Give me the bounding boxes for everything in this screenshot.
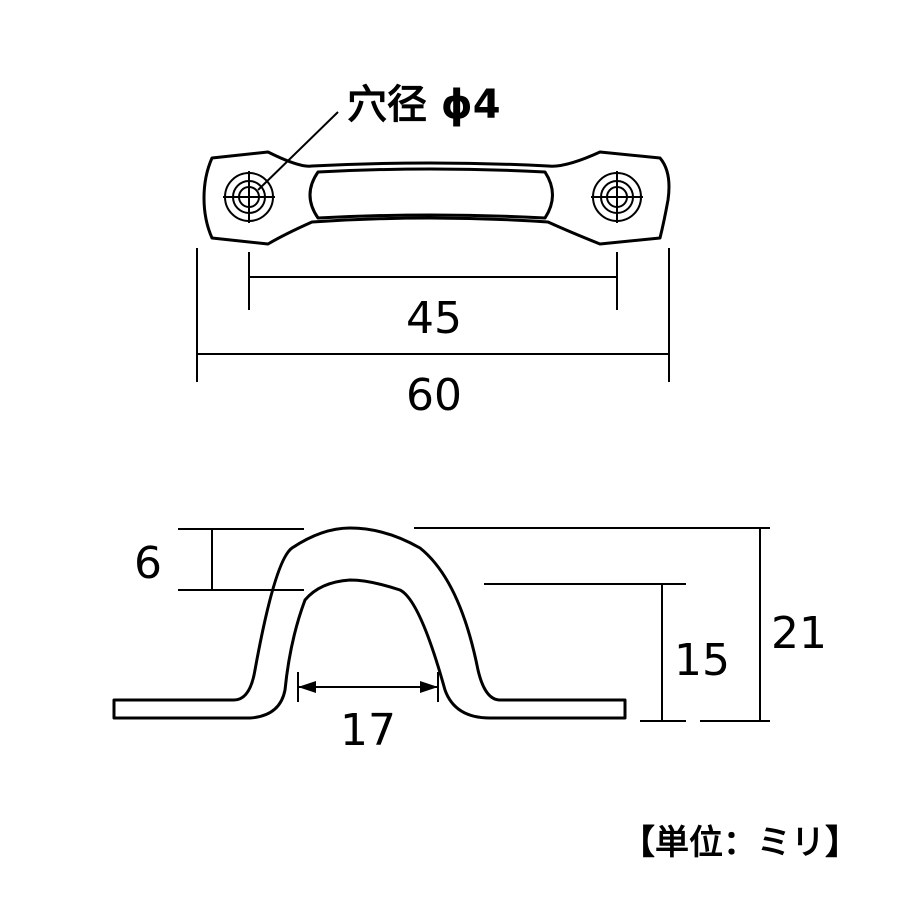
hole-spacing-value: 45 [406,293,462,344]
handle-outline [202,150,671,246]
hole-note-label: 穴径 ϕ4 [347,82,501,128]
hole-spacing-dimension: 45 [248,252,618,344]
thickness-value: 6 [134,538,162,589]
total-height-value: 21 [771,608,827,659]
handle-profile [112,526,627,720]
total-height-dimension: 21 [414,527,827,722]
left-hole [223,171,275,223]
overall-length-dimension: 60 [196,248,670,421]
inner-width-dimension: 17 [297,672,439,756]
inner-width-value: 17 [340,705,396,756]
top-view: 穴径 ϕ4 45 60 [196,82,671,421]
right-hole [591,171,643,223]
hole-note-leader [257,111,339,191]
grip-outline [308,167,554,220]
overall-length-value: 60 [406,370,462,421]
inner-height-value: 15 [674,635,730,686]
side-view: 6 17 15 21 [112,526,827,756]
thickness-dimension: 6 [134,528,304,591]
unit-label: 【単位：ミリ】 [621,823,859,863]
inner-height-dimension: 15 [484,583,730,722]
